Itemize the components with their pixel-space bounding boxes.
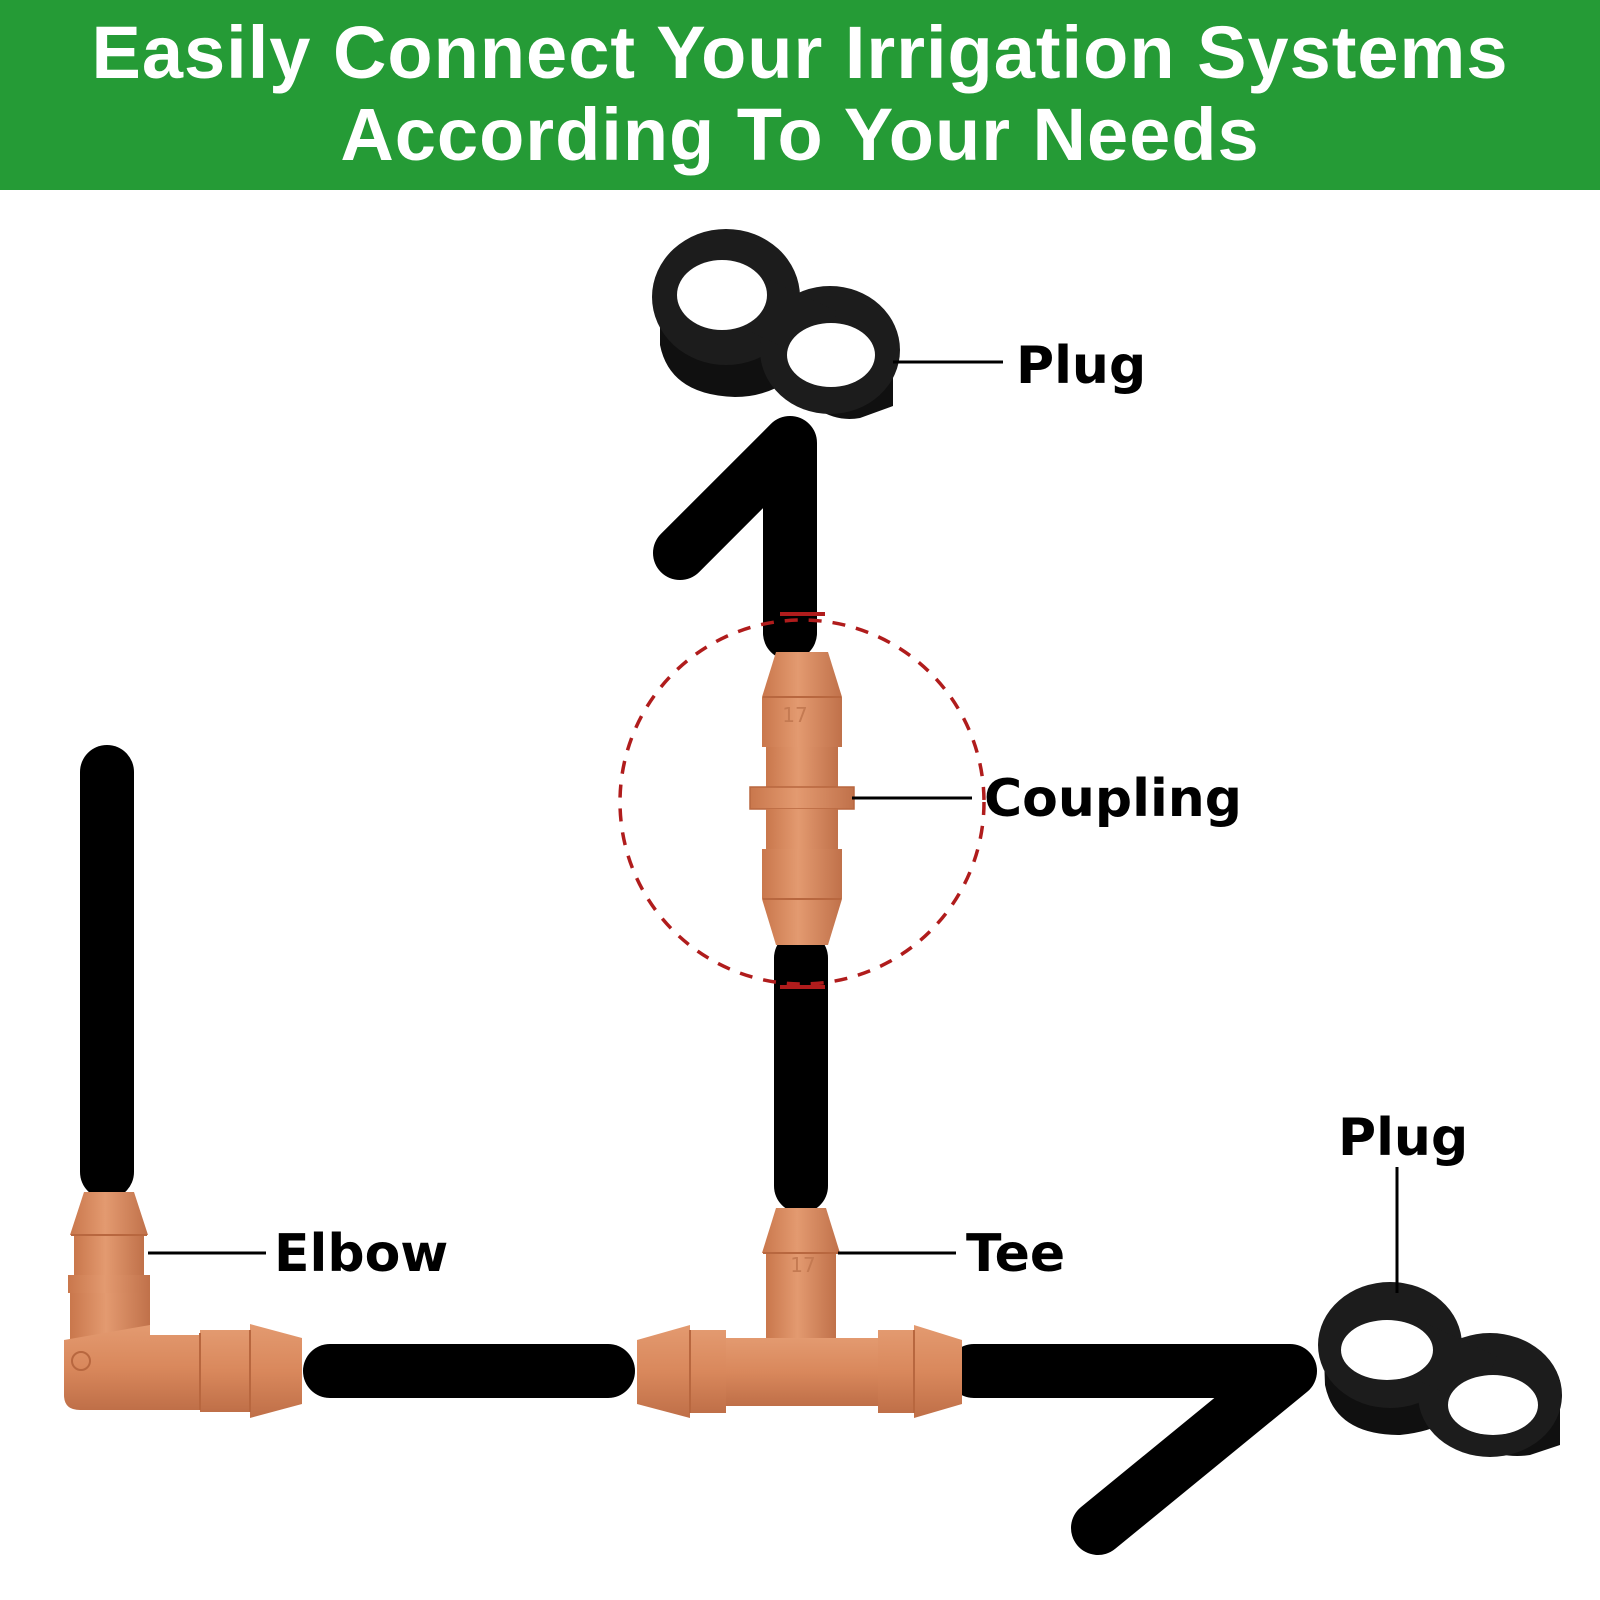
label-tee: Tee — [966, 1224, 1066, 1284]
header-banner: Easily Connect Your Irrigation Systems A… — [0, 0, 1600, 190]
banner-title: Easily Connect Your Irrigation Systems A… — [0, 0, 1600, 176]
plug-right — [1318, 1282, 1562, 1457]
banner-title-line-2: According To Your Needs — [340, 93, 1260, 176]
label-elbow: Elbow — [274, 1224, 449, 1284]
tube-top-bent — [653, 416, 817, 660]
banner-title-line-1: Easily Connect Your Irrigation Systems — [91, 11, 1509, 94]
elbow-fitting — [64, 1192, 302, 1418]
coupling-highlight-circle — [618, 618, 986, 986]
plug-top — [652, 229, 900, 419]
coupling-fitting: 17 — [749, 652, 855, 945]
leader-lines — [148, 360, 1399, 1293]
label-plug-right: Plug — [1338, 1108, 1469, 1168]
tube-bottom-right — [947, 1344, 1317, 1555]
label-coupling: Coupling — [984, 769, 1243, 829]
label-plug-top: Plug — [1016, 336, 1147, 396]
coupling-size-mark: 17 — [782, 703, 807, 727]
tee-size-mark: 17 — [790, 1253, 815, 1277]
tubing — [80, 416, 1317, 1555]
tee-fitting: 17 — [637, 1208, 962, 1418]
